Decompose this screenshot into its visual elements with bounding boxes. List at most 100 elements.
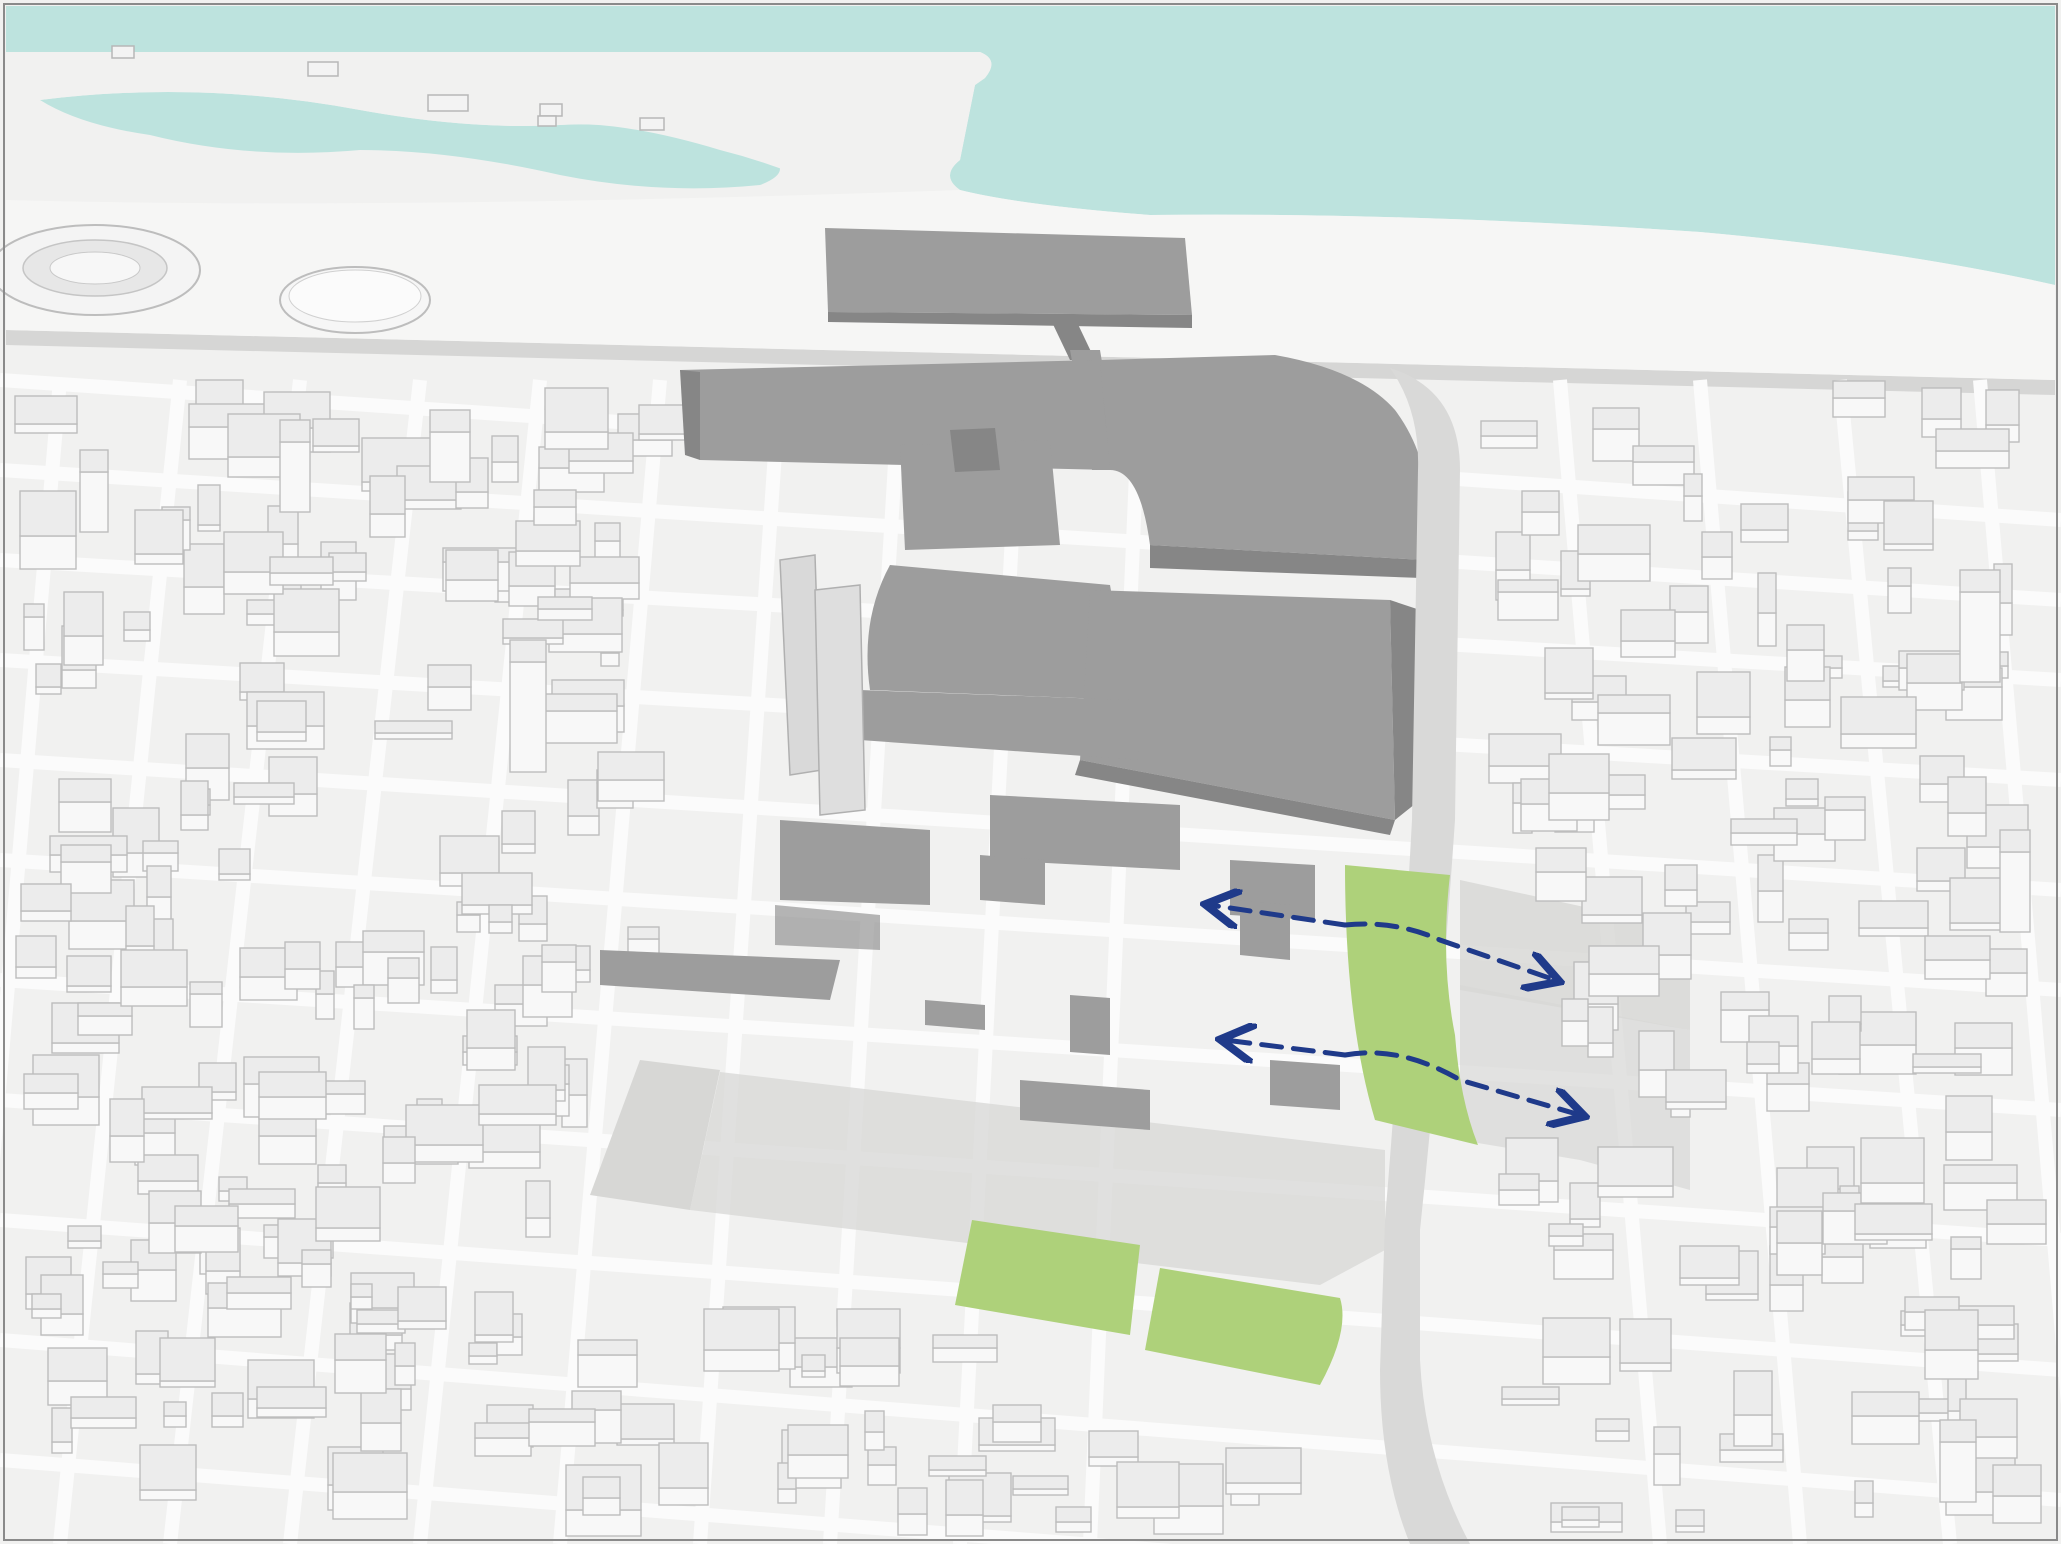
- building: [174, 1205, 239, 1253]
- building: [228, 1188, 296, 1219]
- building: [491, 435, 519, 483]
- building: [525, 1180, 551, 1238]
- building: [226, 1276, 292, 1310]
- building: [1854, 1480, 1874, 1518]
- building: [1653, 1426, 1681, 1486]
- arrow-north-east: [1342, 921, 1555, 980]
- building: [1012, 1475, 1069, 1496]
- building: [528, 1408, 596, 1447]
- building: [1561, 998, 1589, 1047]
- building: [1959, 569, 2001, 683]
- building: [350, 1283, 373, 1310]
- building: [1999, 829, 2031, 933]
- park-lot-east: [1145, 1268, 1343, 1385]
- building: [102, 1261, 139, 1289]
- building: [1592, 407, 1640, 462]
- building: [1542, 1317, 1611, 1385]
- building: [1544, 647, 1594, 700]
- building: [616, 1403, 675, 1446]
- building: [945, 1479, 984, 1537]
- building: [597, 751, 665, 802]
- island-buildings: [111, 45, 665, 131]
- building: [1730, 818, 1798, 846]
- arrow-north-west: [1210, 905, 1348, 925]
- building: [932, 1334, 998, 1363]
- building: [544, 387, 609, 450]
- building: [1581, 876, 1643, 924]
- building: [269, 556, 334, 586]
- building: [63, 591, 104, 666]
- building: [839, 1337, 900, 1387]
- building: [992, 1404, 1042, 1443]
- building: [1924, 1309, 1979, 1380]
- building: [478, 1084, 557, 1126]
- building: [14, 395, 78, 434]
- building: [273, 588, 340, 657]
- building: [1757, 854, 1784, 923]
- building: [1679, 1245, 1740, 1286]
- building: [353, 984, 375, 1030]
- building: [1757, 572, 1777, 647]
- building: [540, 693, 618, 744]
- building: [79, 449, 109, 533]
- building: [183, 543, 225, 615]
- building: [35, 663, 62, 695]
- building: [284, 941, 321, 990]
- connection-arrows: [1210, 905, 1580, 1115]
- building: [256, 1386, 327, 1418]
- building: [445, 549, 499, 602]
- building: [1785, 778, 1819, 807]
- building: [405, 1104, 484, 1163]
- building: [1788, 918, 1829, 951]
- arrow-south-west: [1225, 1040, 1348, 1055]
- building: [582, 1476, 621, 1516]
- building: [1860, 1137, 1925, 1204]
- building: [397, 1286, 447, 1330]
- building: [1577, 524, 1651, 582]
- dome-building: [279, 266, 431, 334]
- building: [1950, 1236, 1982, 1280]
- building: [1588, 945, 1660, 997]
- stadium-building: [0, 224, 201, 316]
- building: [139, 1444, 197, 1501]
- building: [509, 639, 547, 773]
- building: [1947, 776, 1987, 837]
- building: [137, 1154, 199, 1195]
- building: [374, 720, 453, 740]
- building: [1992, 1464, 2042, 1524]
- building: [466, 1009, 516, 1071]
- building: [1851, 1391, 1920, 1445]
- building: [369, 475, 406, 538]
- building: [1924, 935, 1991, 980]
- building: [541, 944, 577, 993]
- building: [1854, 1203, 1933, 1241]
- street: [1083, 379, 1147, 1544]
- building: [537, 596, 593, 621]
- building: [787, 1424, 849, 1479]
- building: [1921, 387, 1962, 438]
- building: [1985, 948, 2028, 997]
- building: [577, 1339, 638, 1388]
- building: [258, 1117, 317, 1165]
- building: [23, 603, 45, 651]
- building: [515, 520, 581, 567]
- building: [58, 778, 112, 833]
- building: [109, 1098, 145, 1163]
- building: [1480, 420, 1538, 449]
- building: [218, 848, 251, 881]
- building: [474, 1422, 532, 1457]
- building: [197, 484, 221, 532]
- building: [1733, 1370, 1773, 1447]
- building: [1561, 1506, 1600, 1528]
- building: [1597, 1146, 1674, 1198]
- building: [1498, 1173, 1540, 1206]
- building: [120, 949, 188, 1007]
- building: [1776, 1210, 1823, 1276]
- building: [1840, 696, 1917, 749]
- building: [1603, 774, 1646, 810]
- building: [1935, 428, 2010, 469]
- building: [1535, 847, 1587, 902]
- building: [567, 779, 600, 836]
- arrow-south-east: [1342, 1050, 1580, 1115]
